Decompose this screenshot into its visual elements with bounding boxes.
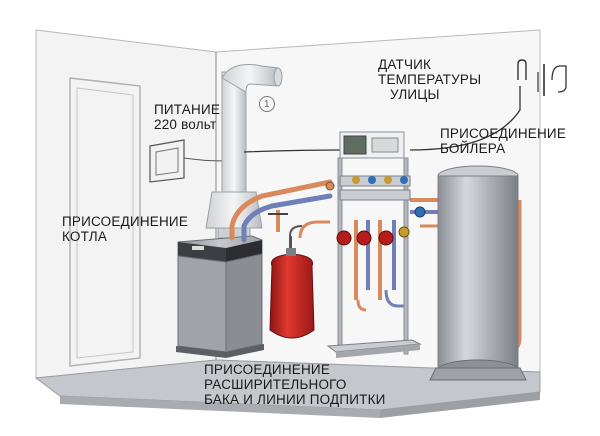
expansion-tank-label-line-2: РАСШИРИТЕЛЬНОГО: [204, 377, 347, 392]
marker-number: 1: [264, 99, 270, 110]
expansion-tank-label-line-3: БАКА И ЛИНИИ ПОДПИТКИ: [204, 392, 386, 407]
outdoor-sensor-label-line-1: ДАТЧИК: [378, 57, 432, 72]
expansion-tank-label-line-1: ПРИСОЕДИНЕНИЕ: [204, 362, 331, 377]
heater-connection-label-line-1: ПРИСОЕДИНЕНИЕ: [62, 214, 189, 229]
expansion-tank: [269, 236, 315, 339]
door: [69, 77, 141, 367]
marker-circle: [259, 96, 275, 112]
storage-tank: [429, 165, 527, 381]
heater-connection-label-line-2: КОТЛА: [62, 229, 108, 244]
boiler-connection-label-line-1: ПРИСОЕДИНЕНИЕ: [440, 126, 567, 141]
outdoor-sensor-label: ДАТЧИК ТЕМПЕРАТУРЫ УЛИЦЫ: [378, 57, 481, 102]
power-label-line-1: ПИТАНИЕ: [154, 102, 221, 117]
power-label: ПИТАНИЕ 220 вольт: [154, 102, 220, 132]
outdoor-sensor: [517, 59, 567, 96]
heater-connection-label: ПРИСОЕДИНЕНИЕ КОТЛА: [62, 214, 188, 244]
outdoor-sensor-label-line-2: ТЕМПЕРАТУРЫ: [378, 72, 482, 87]
boiler-connection-label-line-2: БОЙЛЕРА: [440, 141, 506, 156]
power-label-line-2: 220 вольт: [154, 117, 217, 132]
manifold-rack: [326, 131, 422, 358]
floor-boiler: [176, 235, 264, 358]
boiler-connection-label: ПРИСОЕДИНЕНИЕ БОЙЛЕРА: [440, 126, 566, 156]
expansion-tank-label: ПРИСОЕДИНЕНИЕ РАСШИРИТЕЛЬНОГО БАКА И ЛИН…: [204, 362, 386, 407]
outdoor-sensor-label-line-3: УЛИЦЫ: [390, 87, 440, 102]
circulation-pumps: [325, 181, 426, 246]
floor-slab: [34, 359, 541, 418]
